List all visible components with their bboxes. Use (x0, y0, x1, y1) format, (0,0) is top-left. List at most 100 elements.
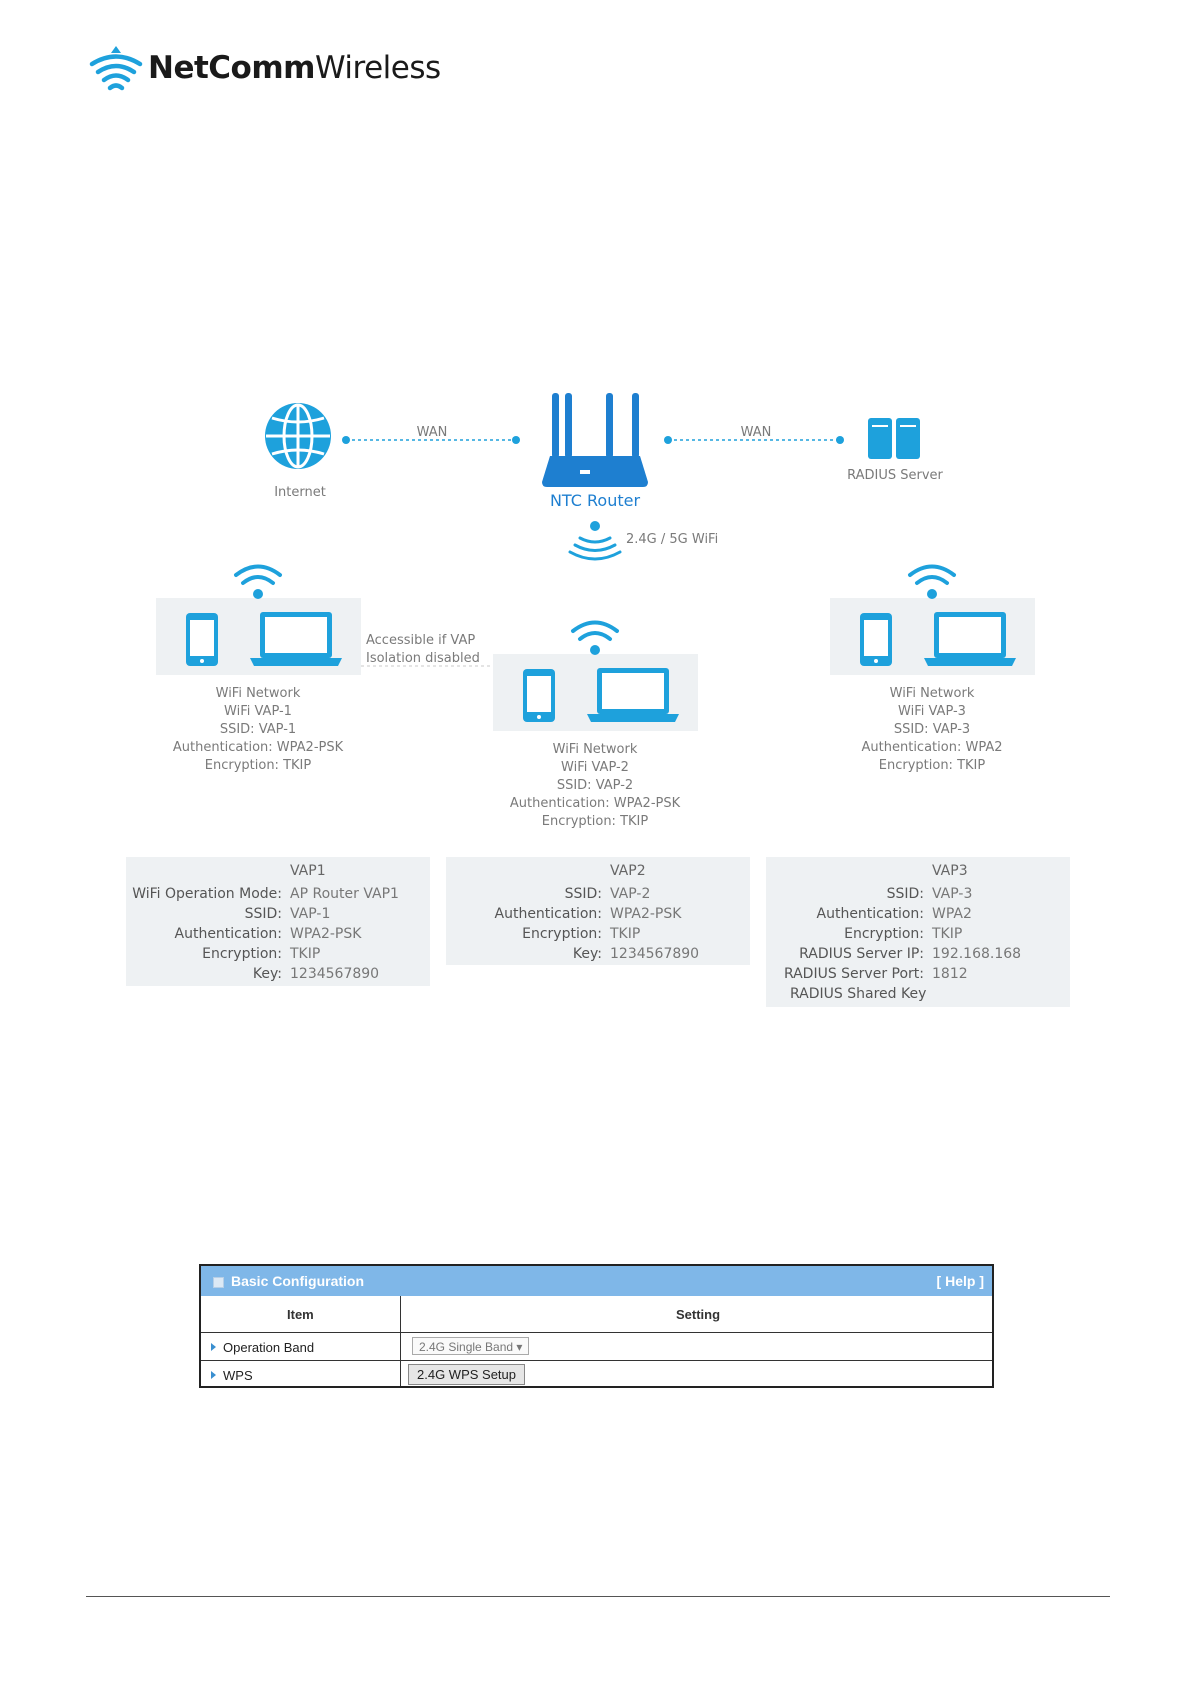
vap1-laptop-icon (250, 612, 342, 666)
router-wifi-icon (568, 521, 622, 561)
vap2-phone-icon (523, 669, 555, 722)
vap3-wifi-icon (908, 564, 956, 599)
caption-line: WiFi VAP-3 (898, 704, 966, 719)
vap-value: VAP-3 (932, 886, 973, 902)
vap1-details: VAP1 WiFi Operation Mode:AP Router VAP1 … (126, 857, 430, 986)
vap3-network-caption: WiFi Network WiFi VAP-3 SSID: VAP-3 Auth… (832, 685, 1032, 775)
vap-key: WiFi Operation Mode: (132, 886, 282, 902)
vap1-wifi-icon (234, 564, 282, 599)
vap3-phone-icon (860, 613, 892, 666)
radius-server-label: RADIUS Server (847, 468, 943, 483)
vap-value: TKIP (290, 946, 321, 962)
caption-line: SSID: VAP-3 (893, 722, 971, 737)
caption-line: Authentication: WPA2 (861, 740, 1003, 755)
vap-value: VAP-1 (290, 906, 331, 922)
isolation-note-line: Accessible if VAP (366, 633, 476, 648)
vap-value: AP Router VAP1 (290, 886, 399, 902)
vap-key: Key: (572, 946, 602, 962)
collapse-icon[interactable] (213, 1277, 224, 1288)
internet-globe-icon (265, 403, 331, 469)
vap-value: WPA2 (932, 906, 972, 922)
vap-key: Authentication: (494, 906, 603, 922)
vap-title: VAP1 (290, 863, 326, 879)
operation-band-label: Operation Band (223, 1340, 315, 1355)
wifi-logo-icon (89, 46, 143, 91)
radius-server-icon (868, 418, 920, 459)
operation-band-select[interactable]: 2.4G Single Band ▾ (412, 1337, 530, 1355)
internet-label: Internet (274, 485, 326, 500)
vap2-device-panel (493, 654, 698, 731)
vap-title: VAP3 (932, 863, 968, 879)
column-header-item: Item (287, 1307, 314, 1322)
wan-label-left: WAN (416, 425, 448, 440)
vap-key: Encryption: (522, 926, 602, 942)
bullet-triangle-icon (211, 1343, 216, 1351)
router-label: NTC Router (549, 491, 641, 510)
caption-line: WiFi Network (889, 686, 975, 701)
operation-band-value: 2.4G Single Band (419, 1340, 514, 1354)
caption-line: WiFi Network (552, 742, 638, 757)
vap-value: TKIP (610, 926, 641, 942)
vap-key: RADIUS Server Port: (783, 966, 924, 982)
basic-configuration-panel: Basic Configuration [ Help ] Item Settin… (199, 1264, 994, 1388)
column-divider (400, 1296, 401, 1386)
vap-key: Encryption: (202, 946, 282, 962)
vap-key: RADIUS Shared Key (790, 986, 927, 1002)
caption-line: Authentication: WPA2-PSK (172, 740, 344, 755)
wps-label: WPS (223, 1368, 253, 1383)
help-link[interactable]: [ Help ] (936, 1273, 984, 1289)
vap-value: 1234567890 (610, 946, 700, 962)
vap1-device-panel (156, 598, 361, 675)
vap-value: 1812 (932, 966, 968, 982)
vap1-phone-icon (186, 613, 218, 666)
vap-key: SSID: (886, 886, 924, 902)
wan-label-right: WAN (740, 425, 772, 440)
vap-value: TKIP (932, 926, 963, 942)
vap3-device-panel (830, 598, 1035, 675)
config-header: Basic Configuration [ Help ] (201, 1266, 992, 1296)
vap-title: VAP2 (610, 863, 646, 879)
vap-key: Authentication: (174, 926, 283, 942)
logo-word-bold: NetComm (148, 50, 315, 86)
caption-line: Encryption: TKIP (878, 758, 986, 773)
logo-word-light: Wireless (314, 50, 441, 86)
vap-key: RADIUS Server IP: (799, 946, 924, 962)
netcomm-logo: NetCommWireless (88, 44, 441, 94)
wifi-band-label: 2.4G / 5G WiFi (626, 532, 719, 547)
isolation-note: Accessible if VAP Isolation disabled (366, 632, 490, 668)
table-row: WPS 2.4G WPS Setup (201, 1360, 992, 1389)
vap2-network-caption: WiFi Network WiFi VAP-2 SSID: VAP-2 Auth… (495, 741, 695, 831)
vap-key: Key: (252, 966, 282, 982)
vap-key: SSID: (564, 886, 602, 902)
vap1-network-caption: WiFi Network WiFi VAP-1 SSID: VAP-1 Auth… (158, 685, 358, 775)
vap3-laptop-icon (924, 612, 1016, 666)
vap-value: 1234567890 (290, 966, 380, 982)
chevron-down-icon: ▾ (516, 1340, 523, 1354)
isolation-note-line: Isolation disabled (366, 651, 480, 666)
caption-line: Encryption: TKIP (204, 758, 312, 773)
vap2-details: VAP2 SSID:VAP-2 Authentication:WPA2-PSK … (446, 857, 750, 965)
vap-key: SSID: (244, 906, 282, 922)
footer-divider (86, 1596, 1110, 1597)
vap-value: WPA2-PSK (290, 926, 362, 942)
wps-setup-button[interactable]: 2.4G WPS Setup (408, 1364, 525, 1385)
config-title: Basic Configuration (231, 1273, 365, 1289)
router-icon (542, 393, 648, 487)
caption-line: WiFi Network (215, 686, 301, 701)
vap2-wifi-icon (571, 620, 619, 655)
table-row: Operation Band 2.4G Single Band ▾ (201, 1332, 992, 1361)
logo-wordmark: NetCommWireless (148, 50, 441, 86)
vap3-details: VAP3 SSID:VAP-3 Authentication:WPA2 Encr… (766, 857, 1070, 1007)
vap-value: 192.168.168 (932, 946, 1022, 962)
vap2-laptop-icon (587, 668, 679, 722)
vap-value: VAP-2 (610, 886, 651, 902)
vap-value: WPA2-PSK (610, 906, 682, 922)
caption-line: WiFi VAP-1 (224, 704, 292, 719)
bullet-triangle-icon (211, 1371, 216, 1379)
column-header-setting: Setting (676, 1307, 721, 1322)
caption-line: SSID: VAP-1 (219, 722, 297, 737)
caption-line: SSID: VAP-2 (556, 778, 634, 793)
vap-key: Authentication: (816, 906, 925, 922)
caption-line: Authentication: WPA2-PSK (509, 796, 681, 811)
